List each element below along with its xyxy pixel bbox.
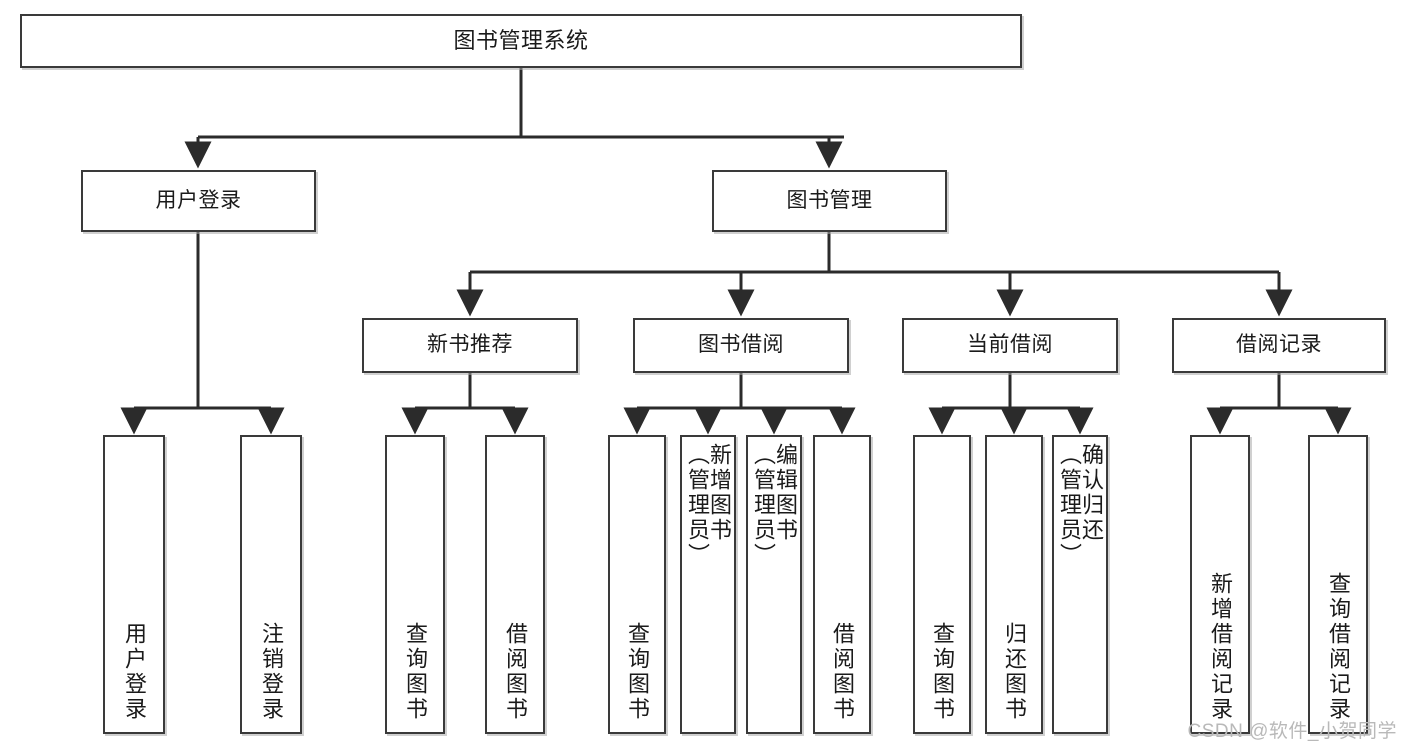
leaf-edit-book-admin-label: 编辑图书 （管理员） bbox=[751, 443, 798, 568]
leaf-logout[interactable]: 注销登录 bbox=[240, 435, 302, 734]
node-borrow-record-label: 借阅记录 bbox=[1236, 333, 1322, 357]
leaf-add-borrow-record-label: 新增借阅记录 bbox=[1208, 572, 1233, 722]
leaf-confirm-return-admin[interactable]: 确认归还 （管理员） bbox=[1052, 435, 1108, 734]
node-new-book-recommend-label: 新书推荐 bbox=[427, 333, 513, 357]
node-borrow-record[interactable]: 借阅记录 bbox=[1172, 318, 1386, 373]
node-root-label: 图书管理系统 bbox=[453, 28, 589, 54]
node-current-borrow[interactable]: 当前借阅 bbox=[902, 318, 1118, 373]
node-user-login-label: 用户登录 bbox=[155, 188, 242, 212]
leaf-query-borrow-record-label: 查询借阅记录 bbox=[1326, 572, 1351, 722]
node-book-management-label: 图书管理 bbox=[786, 188, 873, 212]
leaf-logout-label: 注销登录 bbox=[259, 622, 284, 722]
node-book-borrow[interactable]: 图书借阅 bbox=[633, 318, 849, 373]
leaf-query-book-current[interactable]: 查询图书 bbox=[913, 435, 971, 734]
leaf-query-book-borrow-label: 查询图书 bbox=[625, 622, 650, 722]
leaf-query-book-rec-label: 查询图书 bbox=[403, 622, 428, 722]
node-root[interactable]: 图书管理系统 bbox=[20, 14, 1022, 68]
node-book-borrow-label: 图书借阅 bbox=[698, 333, 784, 357]
leaf-edit-book-admin[interactable]: 编辑图书 （管理员） bbox=[746, 435, 802, 734]
leaf-user-login-label: 用户登录 bbox=[122, 622, 147, 722]
leaf-return-book-label: 归还图书 bbox=[1002, 622, 1027, 722]
leaf-add-book-admin-label: 新增图书 （管理员） bbox=[685, 443, 732, 568]
leaf-query-book-borrow[interactable]: 查询图书 bbox=[608, 435, 666, 734]
leaf-user-login[interactable]: 用户登录 bbox=[103, 435, 165, 734]
leaf-borrow-book[interactable]: 借阅图书 bbox=[813, 435, 871, 734]
node-book-management[interactable]: 图书管理 bbox=[712, 170, 947, 232]
leaf-add-borrow-record[interactable]: 新增借阅记录 bbox=[1190, 435, 1250, 734]
leaf-confirm-return-admin-label: 确认归还 （管理员） bbox=[1057, 443, 1104, 568]
leaf-query-book-current-label: 查询图书 bbox=[930, 622, 955, 722]
node-current-borrow-label: 当前借阅 bbox=[967, 333, 1053, 357]
leaf-borrow-book-label: 借阅图书 bbox=[830, 622, 855, 722]
leaf-add-book-admin[interactable]: 新增图书 （管理员） bbox=[680, 435, 736, 734]
leaf-borrow-book-rec-label: 借阅图书 bbox=[503, 622, 528, 722]
leaf-query-borrow-record[interactable]: 查询借阅记录 bbox=[1308, 435, 1368, 734]
node-user-login[interactable]: 用户登录 bbox=[81, 170, 316, 232]
leaf-query-book-rec[interactable]: 查询图书 bbox=[385, 435, 445, 734]
leaf-return-book[interactable]: 归还图书 bbox=[985, 435, 1043, 734]
csdn-watermark: CSDN @软件_小贺同学 bbox=[1187, 721, 1397, 742]
leaf-borrow-book-rec[interactable]: 借阅图书 bbox=[485, 435, 545, 734]
node-new-book-recommend[interactable]: 新书推荐 bbox=[362, 318, 578, 373]
